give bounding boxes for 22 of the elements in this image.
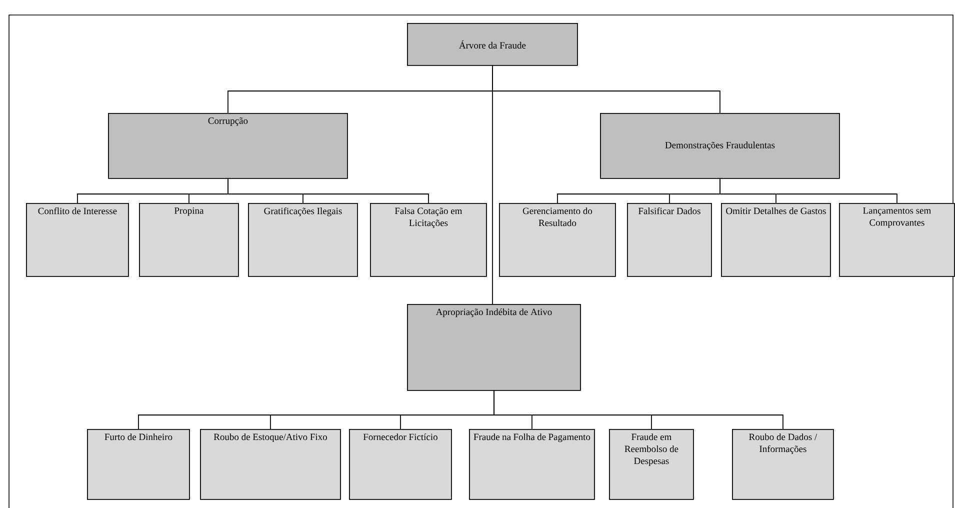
leaf-box: Roubo de Dados / Informações: [732, 429, 834, 500]
leaf-box: Gerenciamento do Resultado: [499, 203, 616, 277]
category-box: Demonstrações Fraudulentas: [600, 113, 840, 179]
connector: [494, 390, 784, 430]
leaf-box: Furto de Dinheiro: [87, 429, 190, 500]
root-box: Árvore da Fraude: [407, 23, 578, 66]
leaf-box: Conflito de Interesse: [26, 203, 129, 277]
leaf-box: Falsa Cotação em Licitações: [370, 203, 487, 277]
leaf-box: Fraude na Folha de Pagamento: [469, 429, 595, 500]
leaf-box: Lançamentos sem Comprovantes: [839, 203, 955, 277]
leaf-box: Falsificar Dados: [627, 203, 712, 277]
connector: [228, 178, 429, 204]
connector: [492, 65, 493, 304]
leaf-box: Gratificações Ilegais: [248, 203, 358, 277]
leaf-box: Roubo de Estoque/Ativo Fixo: [200, 429, 341, 500]
leaf-box: Propina: [139, 203, 239, 277]
leaf-box: Fraude em Reembolso de Despesas: [609, 429, 694, 500]
leaf-box: Omitir Detalhes de Gastos: [721, 203, 831, 277]
leaf-box: Fornecedor Fictício: [349, 429, 452, 500]
category-box: Apropriação Indébita de Ativo: [407, 304, 581, 391]
category-box: Corrupção: [108, 113, 348, 179]
connector: [720, 178, 898, 204]
